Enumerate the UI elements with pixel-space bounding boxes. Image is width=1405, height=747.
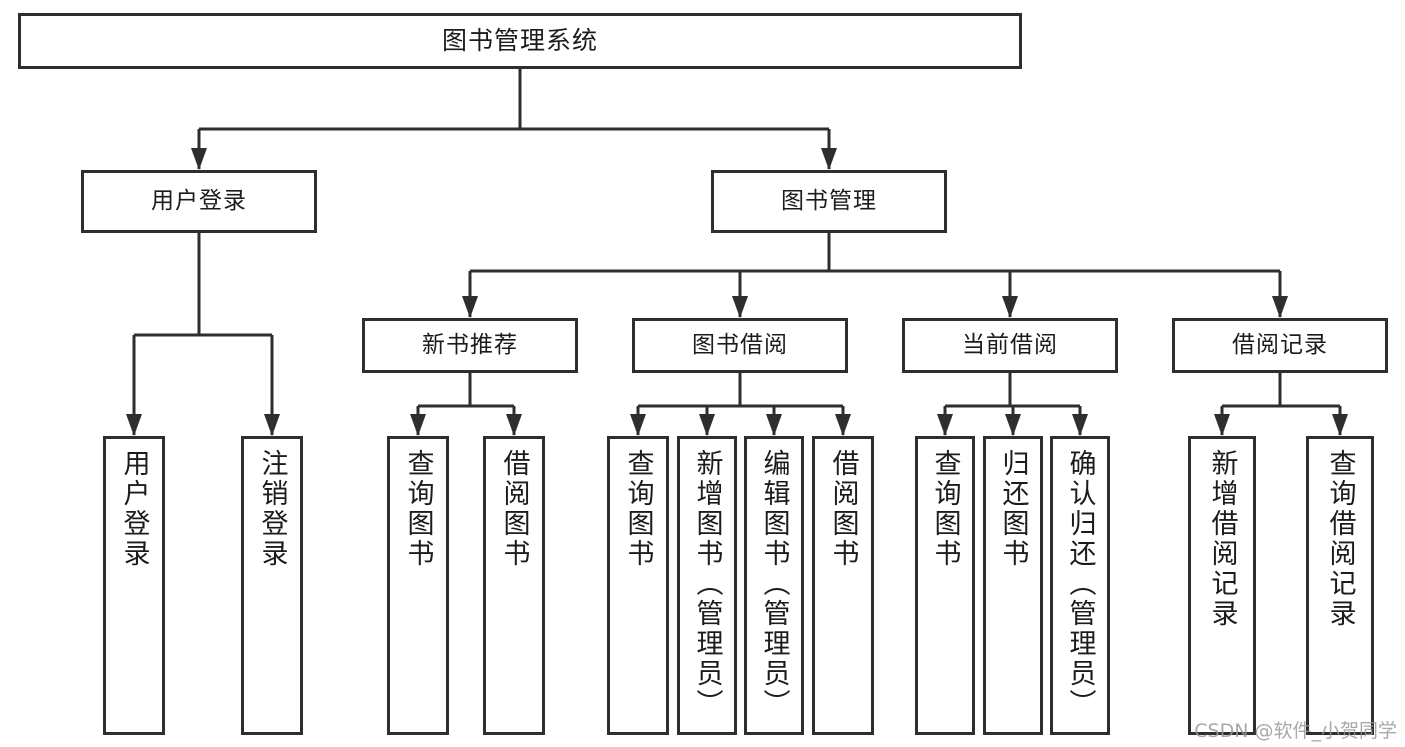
node-label: 用户登录 xyxy=(151,187,247,214)
node-label: 编辑图书（管理员） xyxy=(758,449,790,719)
node-user[interactable]: 用户登录 xyxy=(81,170,317,233)
arrowhead-leaf-b-query xyxy=(630,414,646,436)
arrowhead-leaf-b-add xyxy=(699,414,715,436)
node-leaf-nb-borrow[interactable]: 借阅图书 xyxy=(483,436,545,735)
arrowhead-leaf-nb-borrow xyxy=(506,414,522,436)
node-label: 借阅图书 xyxy=(498,449,530,569)
node-label: 查询图书 xyxy=(402,449,434,569)
node-label: 用户登录 xyxy=(118,449,150,569)
arrowhead-leaf-c-return xyxy=(1005,414,1021,436)
arrowhead-leaf-nb-query xyxy=(410,414,426,436)
arrowhead-leaf-b-edit xyxy=(766,414,782,436)
arrowhead-leaf-c-confirm xyxy=(1072,414,1088,436)
node-label: 查询图书 xyxy=(622,449,654,569)
node-leaf-logout[interactable]: 注销登录 xyxy=(241,436,303,735)
arrowhead-leaf-r-add xyxy=(1214,414,1230,436)
node-leaf-b-edit[interactable]: 编辑图书（管理员） xyxy=(744,436,804,735)
arrowhead-current xyxy=(1002,296,1018,318)
arrowhead-user xyxy=(191,148,207,170)
node-label: 图书管理 xyxy=(781,187,877,214)
node-leaf-r-query[interactable]: 查询借阅记录 xyxy=(1306,436,1374,735)
node-newbook[interactable]: 新书推荐 xyxy=(362,318,578,373)
node-label: 确认归还（管理员） xyxy=(1064,449,1096,719)
arrowhead-leaf-r-query xyxy=(1332,414,1348,436)
node-label: 借阅记录 xyxy=(1232,331,1328,358)
arrowhead-leaf-login xyxy=(126,414,142,436)
arrowhead-leaf-b-borrow xyxy=(835,414,851,436)
node-label: 新增图书（管理员） xyxy=(691,449,723,719)
node-records[interactable]: 借阅记录 xyxy=(1172,318,1388,373)
node-leaf-login[interactable]: 用户登录 xyxy=(103,436,165,735)
node-label: 新书推荐 xyxy=(422,331,518,358)
node-label: 新增借阅记录 xyxy=(1206,449,1238,629)
node-leaf-c-return[interactable]: 归还图书 xyxy=(983,436,1043,735)
watermark-label: CSDN @软件_小贺同学 xyxy=(1194,720,1397,742)
node-label: 查询借阅记录 xyxy=(1324,449,1356,629)
node-leaf-b-borrow[interactable]: 借阅图书 xyxy=(812,436,874,735)
node-label: 图书管理系统 xyxy=(441,26,598,56)
node-leaf-c-query[interactable]: 查询图书 xyxy=(915,436,975,735)
arrowhead-leaf-logout xyxy=(264,414,280,436)
node-leaf-r-add[interactable]: 新增借阅记录 xyxy=(1188,436,1256,735)
node-borrow[interactable]: 图书借阅 xyxy=(632,318,848,373)
node-current[interactable]: 当前借阅 xyxy=(902,318,1118,373)
arrowhead-bookmgr xyxy=(821,148,837,170)
arrowhead-leaf-c-query xyxy=(937,414,953,436)
node-leaf-nb-query[interactable]: 查询图书 xyxy=(387,436,449,735)
node-leaf-b-add[interactable]: 新增图书（管理员） xyxy=(677,436,737,735)
node-label: 图书借阅 xyxy=(692,331,788,358)
node-label: 借阅图书 xyxy=(827,449,859,569)
arrowhead-newbook xyxy=(462,296,478,318)
node-root[interactable]: 图书管理系统 xyxy=(18,13,1022,69)
node-leaf-c-confirm[interactable]: 确认归还（管理员） xyxy=(1050,436,1110,735)
node-label: 注销登录 xyxy=(256,449,288,569)
node-label: 当前借阅 xyxy=(962,331,1058,358)
node-bookmgr[interactable]: 图书管理 xyxy=(711,170,947,233)
node-label: 查询图书 xyxy=(929,449,961,569)
node-label: 归还图书 xyxy=(997,449,1029,569)
node-leaf-b-query[interactable]: 查询图书 xyxy=(607,436,669,735)
arrowhead-records xyxy=(1272,296,1288,318)
arrowhead-borrow xyxy=(732,296,748,318)
